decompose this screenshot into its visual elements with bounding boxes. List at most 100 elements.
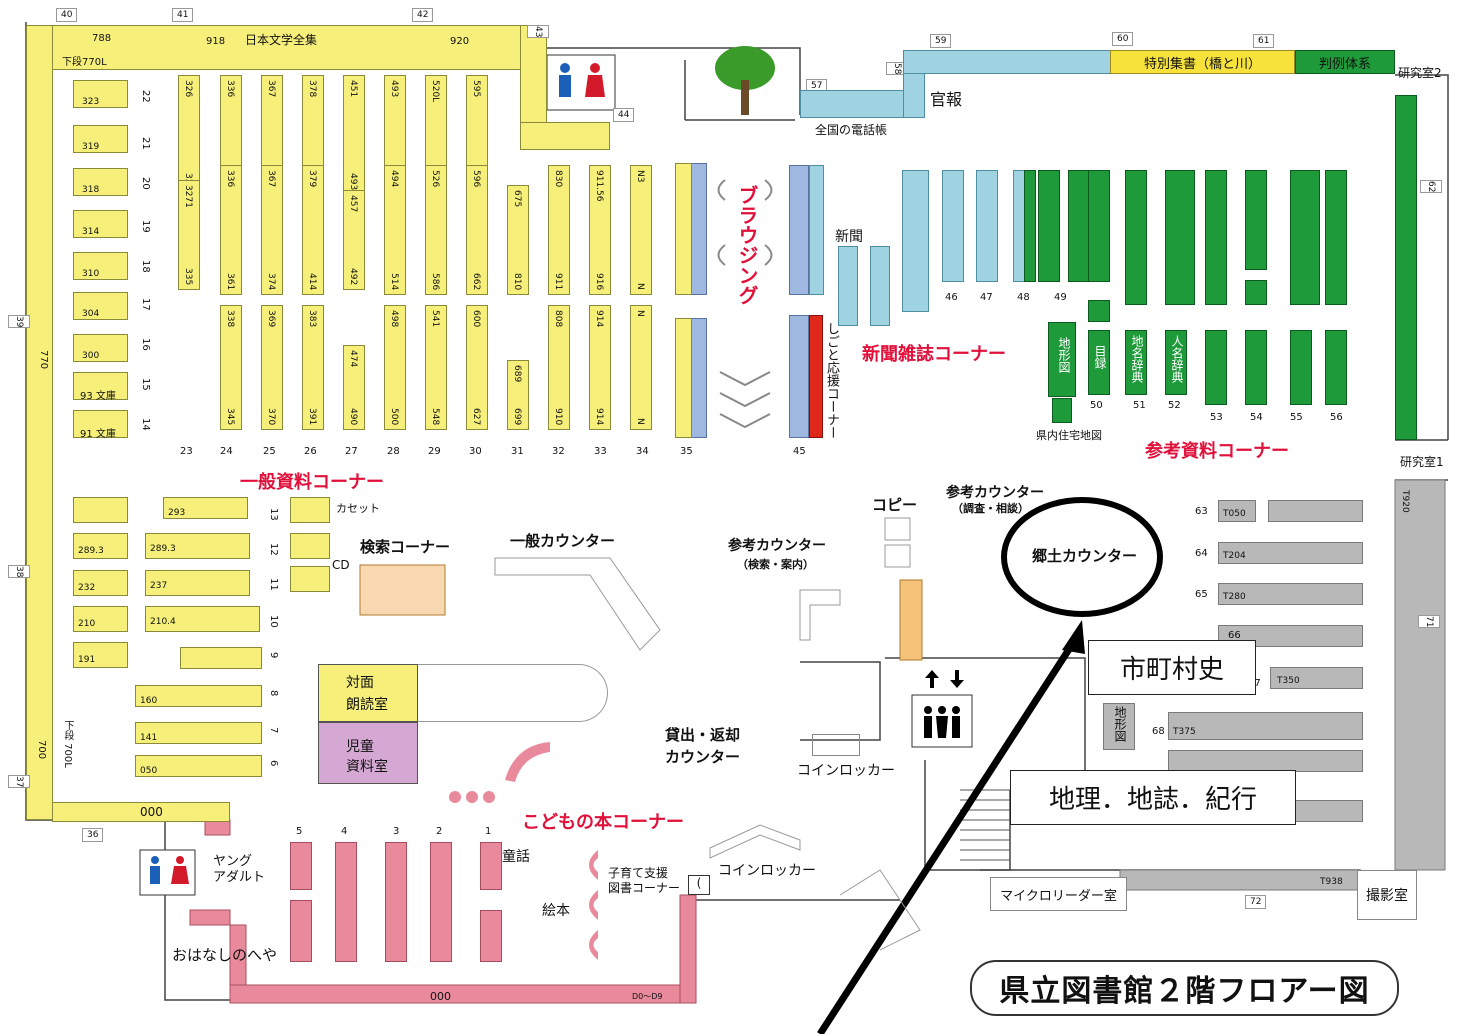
label-sanko-counter1: 参考カウンター bbox=[728, 538, 826, 554]
shelf-cassette bbox=[290, 497, 330, 523]
shelf-jinmei: 人名辞典 bbox=[1165, 330, 1187, 395]
satsuei-room: 撮影室 bbox=[1357, 870, 1417, 920]
shelf-num-41: 41 bbox=[172, 8, 194, 22]
shelf-19: 314 bbox=[73, 210, 128, 238]
row-num-9: 9 bbox=[268, 652, 279, 659]
label-taimen: 対面 朗読室 bbox=[346, 675, 388, 713]
shelf-num-61: 61 bbox=[1253, 34, 1275, 48]
col-num-32: 32 bbox=[552, 446, 565, 457]
shelf-9: 191 bbox=[73, 642, 128, 668]
shelf-kanpo bbox=[903, 50, 1113, 74]
label-d0d9: D0～D9 bbox=[632, 992, 663, 1001]
shelf-050: 050 bbox=[135, 755, 262, 777]
shelf-293: 293 bbox=[163, 497, 248, 519]
shelf-t050: T050 bbox=[1218, 500, 1256, 522]
shelf-daigaku bbox=[675, 318, 692, 438]
col-num-31: 31 bbox=[511, 446, 524, 457]
label-sanko-counter2: 参考カウンター bbox=[946, 485, 1044, 501]
label-kyodo-counter: 郷土カウンター bbox=[1032, 547, 1138, 565]
row-num-21: 21 bbox=[140, 137, 151, 150]
shelf-p3 bbox=[385, 842, 407, 962]
shelf-800 bbox=[1325, 170, 1347, 305]
label-770: 770 bbox=[38, 350, 49, 370]
shelf-289: 289.3 bbox=[145, 533, 250, 559]
shelf-160: 160 bbox=[135, 685, 262, 707]
shelf-210 bbox=[1125, 170, 1147, 305]
green-num-50: 50 bbox=[1090, 400, 1103, 411]
row-num-18: 18 bbox=[140, 260, 151, 273]
left-wall-shelf bbox=[26, 25, 53, 820]
row-num-19: 19 bbox=[140, 220, 151, 233]
label-788: 788 bbox=[92, 33, 112, 44]
micro-room: マイクロリーダー室 bbox=[990, 877, 1127, 911]
pink-num-4: 4 bbox=[341, 826, 348, 837]
shelf-54 bbox=[1245, 330, 1267, 405]
gray-num-64: 64 bbox=[1195, 548, 1208, 559]
shelf-chikeizu: 地形図 bbox=[1048, 322, 1076, 397]
shelf-2104: 210.4 bbox=[145, 606, 260, 632]
shelf-t204: T204 bbox=[1218, 542, 1363, 564]
shelf-t280: T280 bbox=[1218, 583, 1363, 605]
shelf-12: 289.3 bbox=[73, 533, 128, 559]
shelf-cd-1 bbox=[290, 533, 330, 559]
shelf-700L bbox=[1290, 170, 1320, 305]
coin-locker-box: ( bbox=[688, 875, 710, 895]
shelf-t350: T350 bbox=[1270, 667, 1363, 689]
gray-num-68: 68 bbox=[1152, 726, 1165, 737]
taimen-counter bbox=[418, 664, 608, 722]
shelf-num-42: 42 bbox=[412, 8, 434, 22]
col-num-24: 24 bbox=[220, 446, 233, 457]
shelf-49b bbox=[1068, 170, 1090, 282]
label-t920: T920 bbox=[1400, 490, 1410, 513]
green-num-53: 53 bbox=[1210, 412, 1223, 423]
shelf-num-60: 60 bbox=[1112, 32, 1134, 46]
shelf-num-38: 38 bbox=[8, 565, 30, 579]
shelf-nishinihon bbox=[1024, 170, 1036, 282]
restroom-icon-top bbox=[546, 54, 616, 111]
shelf-000-left bbox=[52, 802, 230, 822]
shelf-237: 237 bbox=[145, 570, 250, 596]
shelf-num-72: 72 bbox=[1245, 895, 1267, 909]
label-kennai: 県内住宅地図 bbox=[1036, 429, 1102, 442]
col-num-27: 27 bbox=[345, 446, 358, 457]
shelf-62 bbox=[1395, 95, 1417, 440]
label-000: 000 bbox=[140, 805, 163, 819]
shelf-zasshi-4 bbox=[809, 165, 824, 295]
shelf-p5b bbox=[290, 900, 312, 962]
gray-num-63: 63 bbox=[1195, 506, 1208, 517]
label-bottom000: 000 bbox=[430, 990, 451, 1003]
taimen-room bbox=[318, 664, 418, 722]
shelf-yosho bbox=[675, 163, 692, 295]
shelf-14: 91 文庫 bbox=[73, 410, 128, 440]
label-ippan-corner: 一般資料コーナー bbox=[240, 472, 384, 493]
shelf-17: 304 bbox=[73, 292, 128, 320]
gray-num-66: 66 bbox=[1228, 630, 1241, 641]
shelf-shinbun-2 bbox=[870, 246, 890, 326]
shelf-t375: T375 bbox=[1168, 712, 1363, 740]
label-918: 918 bbox=[206, 36, 226, 47]
callout-chiri: 地理．地誌．紀行 bbox=[1010, 770, 1296, 825]
shelf-331 bbox=[1165, 170, 1195, 305]
shelf-21: 319 bbox=[73, 125, 128, 153]
blue-num-46: 46 bbox=[945, 292, 958, 303]
blue-num-48: 48 bbox=[1017, 292, 1030, 303]
label-920: 920 bbox=[450, 36, 470, 47]
label-shigoto-corner: しごと応援コーナー bbox=[824, 322, 839, 439]
label-t938: T938 bbox=[1320, 877, 1343, 887]
col-num-45: 45 bbox=[793, 446, 806, 457]
col-num-34: 34 bbox=[636, 446, 649, 457]
col-num-33: 33 bbox=[594, 446, 607, 457]
shelf-num-71: 71 bbox=[1418, 615, 1440, 629]
col-num-28: 28 bbox=[387, 446, 400, 457]
row-num-11: 11 bbox=[268, 578, 279, 591]
label-kadan770: 下段770L bbox=[62, 57, 107, 68]
